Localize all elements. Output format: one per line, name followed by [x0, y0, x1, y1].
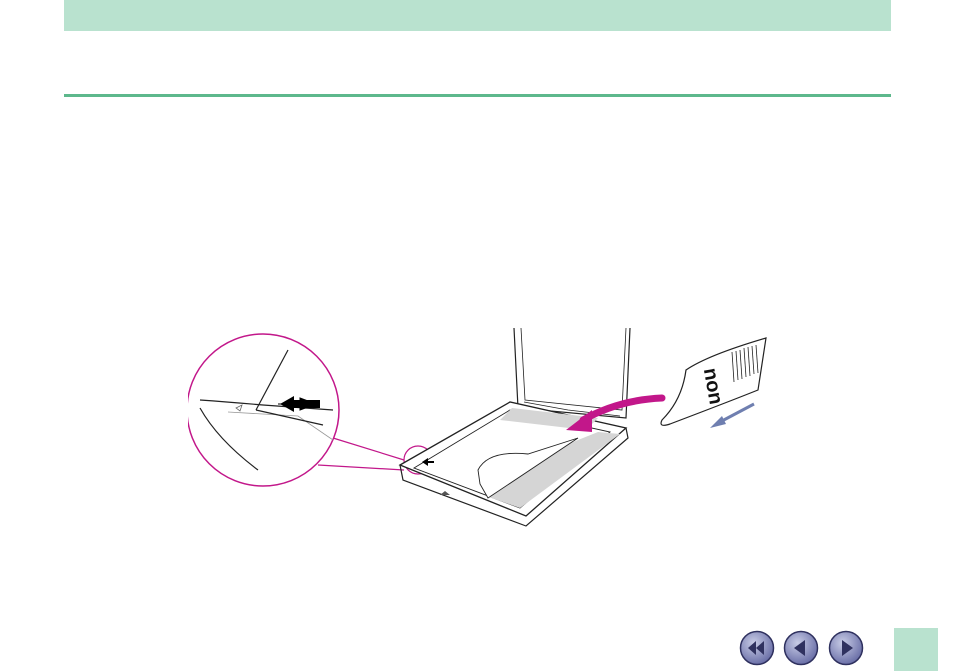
- curved-arrow-icon: [583, 398, 662, 420]
- header-band: [64, 0, 891, 31]
- document-page-icon: non: [661, 338, 766, 425]
- right-arrow-icon: [828, 630, 864, 666]
- page-corner-tab: [894, 628, 938, 671]
- left-arrow-icon: [783, 630, 819, 666]
- scanner-base-icon: [400, 402, 628, 526]
- scanner-illustration: non: [188, 320, 778, 535]
- zoom-magnifier-icon: [188, 334, 339, 486]
- double-left-arrow-icon: [739, 630, 775, 666]
- section-rule: [64, 94, 891, 97]
- first-page-button[interactable]: [739, 630, 775, 666]
- previous-page-button[interactable]: [783, 630, 819, 666]
- slide-arrow-icon: [720, 404, 754, 422]
- next-page-button[interactable]: [828, 630, 864, 666]
